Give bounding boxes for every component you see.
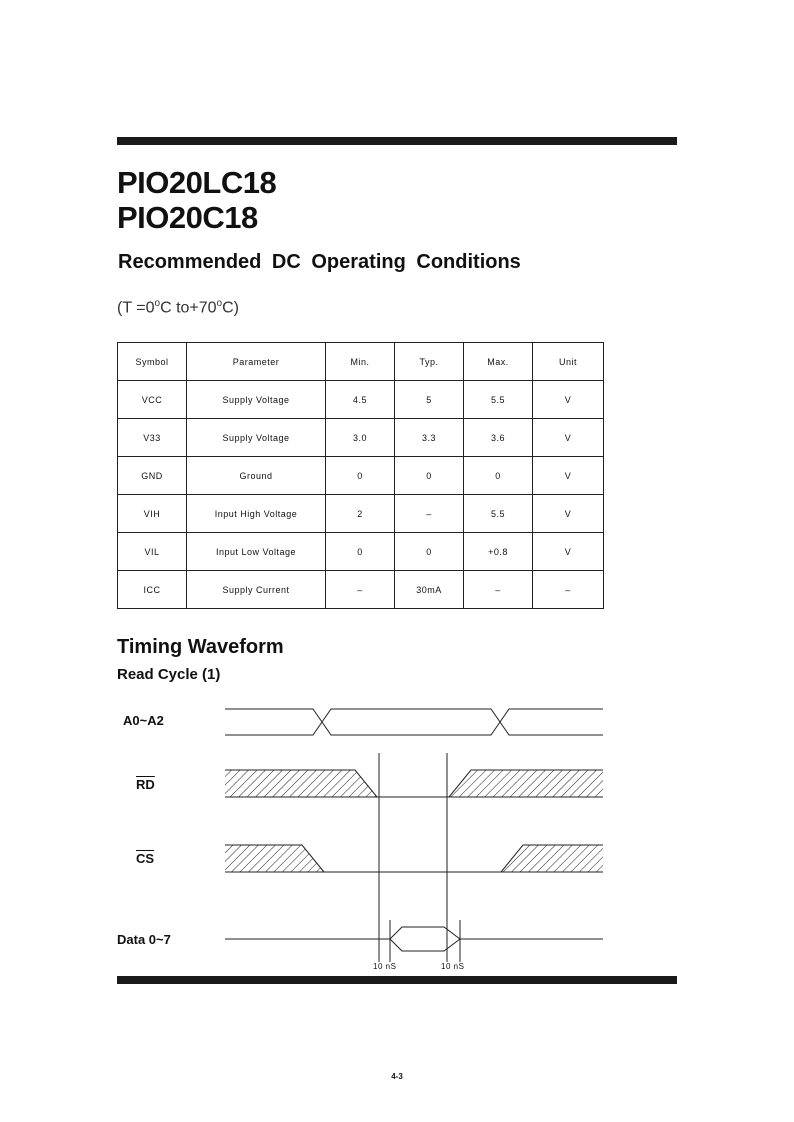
timing-label-1: 10 nS: [373, 962, 397, 971]
timing-waveform-title: Timing Waveform: [117, 636, 284, 658]
header-cell: Typ.: [394, 342, 464, 381]
table-row: VIL Input Low Voltage 0 0 +0.8 V: [117, 532, 604, 571]
table-cell: –: [394, 494, 464, 533]
table-cell: 0: [325, 532, 395, 571]
table-cell: –: [463, 570, 533, 609]
table-cell: V: [532, 494, 604, 533]
table-cell: 30mA: [394, 570, 464, 609]
table-cell: Supply Voltage: [186, 418, 326, 457]
table-cell: Supply Current: [186, 570, 326, 609]
page-number: 4-3: [391, 1072, 403, 1081]
table-cell: VIL: [117, 532, 187, 571]
part-number-2: PIO20C18: [117, 200, 258, 235]
signal-label-address: A0~A2: [123, 713, 164, 728]
table-header-row: Symbol Parameter Min. Typ. Max. Unit: [117, 342, 604, 381]
table-row: V33 Supply Voltage 3.0 3.3 3.6 V: [117, 418, 604, 457]
read-cycle-title: Read Cycle (1): [117, 666, 221, 683]
cs-waveform: [225, 844, 603, 873]
signal-label-data: Data 0~7: [117, 932, 171, 947]
header-cell: Unit: [532, 342, 604, 381]
table-cell: Input Low Voltage: [186, 532, 326, 571]
table-cell: Input High Voltage: [186, 494, 326, 533]
table-cell: ICC: [117, 570, 187, 609]
temperature-conditions: (T =0oC to+70oC): [117, 298, 239, 317]
data-waveform: [225, 926, 603, 952]
bottom-rule: [117, 976, 677, 984]
table-cell: V33: [117, 418, 187, 457]
header-cell: Symbol: [117, 342, 187, 381]
timing-label-2: 10 nS: [441, 962, 465, 971]
timing-waveform-diagram: [225, 708, 603, 962]
timing-markers: [378, 753, 461, 962]
table-row: ICC Supply Current – 30mA – –: [117, 570, 604, 609]
table-cell: VCC: [117, 380, 187, 419]
table-cell: 3.0: [325, 418, 395, 457]
table-cell: –: [325, 570, 395, 609]
table-cell: 4.5: [325, 380, 395, 419]
table-cell: 0: [325, 456, 395, 495]
table-cell: 2: [325, 494, 395, 533]
table-cell: Ground: [186, 456, 326, 495]
section-title: Recommended DC Operating Conditions: [118, 251, 521, 273]
table-cell: 3.6: [463, 418, 533, 457]
table-cell: V: [532, 456, 604, 495]
dc-conditions-table: Symbol Parameter Min. Typ. Max. Unit VCC…: [117, 342, 604, 609]
signal-label-cs: CS: [136, 851, 155, 866]
table-cell: V: [532, 418, 604, 457]
table-cell: 0: [463, 456, 533, 495]
table-row: GND Ground 0 0 0 V: [117, 456, 604, 495]
header-cell: Parameter: [186, 342, 326, 381]
top-rule: [117, 137, 677, 145]
table-cell: 5.5: [463, 380, 533, 419]
table-cell: 5: [394, 380, 464, 419]
table-cell: 0: [394, 456, 464, 495]
table-cell: GND: [117, 456, 187, 495]
table-row: VCC Supply Voltage 4.5 5 5.5 V: [117, 380, 604, 419]
rd-waveform: [225, 769, 603, 798]
header-cell: Max.: [463, 342, 533, 381]
table-cell: V: [532, 380, 604, 419]
table-cell: 5.5: [463, 494, 533, 533]
table-cell: VIH: [117, 494, 187, 533]
table-cell: Supply Voltage: [186, 380, 326, 419]
address-waveform: [225, 708, 603, 736]
table-cell: V: [532, 532, 604, 571]
table-row: VIH Input High Voltage 2 – 5.5 V: [117, 494, 604, 533]
table-cell: 3.3: [394, 418, 464, 457]
header-cell: Min.: [325, 342, 395, 381]
table-cell: 0: [394, 532, 464, 571]
signal-label-rd: RD: [136, 777, 155, 792]
table-cell: +0.8: [463, 532, 533, 571]
part-number-1: PIO20LC18: [117, 165, 277, 200]
table-cell: –: [532, 570, 604, 609]
